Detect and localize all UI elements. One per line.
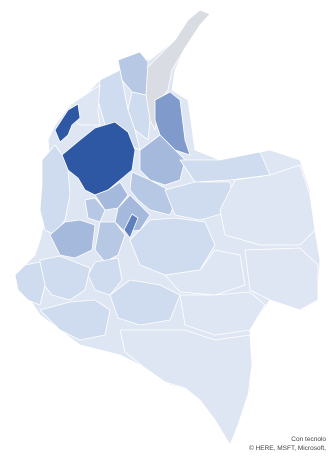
map-attribution-line-2: © HERE, MSFT, Microsoft, [248, 445, 326, 452]
region-meta [129, 217, 216, 276]
region-guaviare [164, 249, 246, 296]
region-putumayo [39, 299, 111, 341]
region-boyaca [129, 171, 179, 216]
region-tolima [94, 221, 126, 263]
region-bogota [123, 213, 139, 239]
region-risaralda [84, 197, 106, 223]
region-guainia [244, 247, 319, 311]
region-santander [139, 134, 186, 186]
map-attribution-line-1: Con tecnolo [291, 436, 326, 443]
region-cesar [154, 91, 191, 156]
region-vaupes [179, 291, 266, 336]
region-valle [49, 219, 96, 259]
region-caqueta [109, 279, 181, 326]
region-vichada [219, 164, 316, 246]
region-amazonas [119, 329, 253, 446]
region-la-guajira [144, 9, 211, 131]
region-narino [14, 261, 46, 306]
region-antioquia [61, 121, 136, 196]
region-uraba-highlight [54, 103, 81, 143]
region-choco [39, 144, 71, 236]
